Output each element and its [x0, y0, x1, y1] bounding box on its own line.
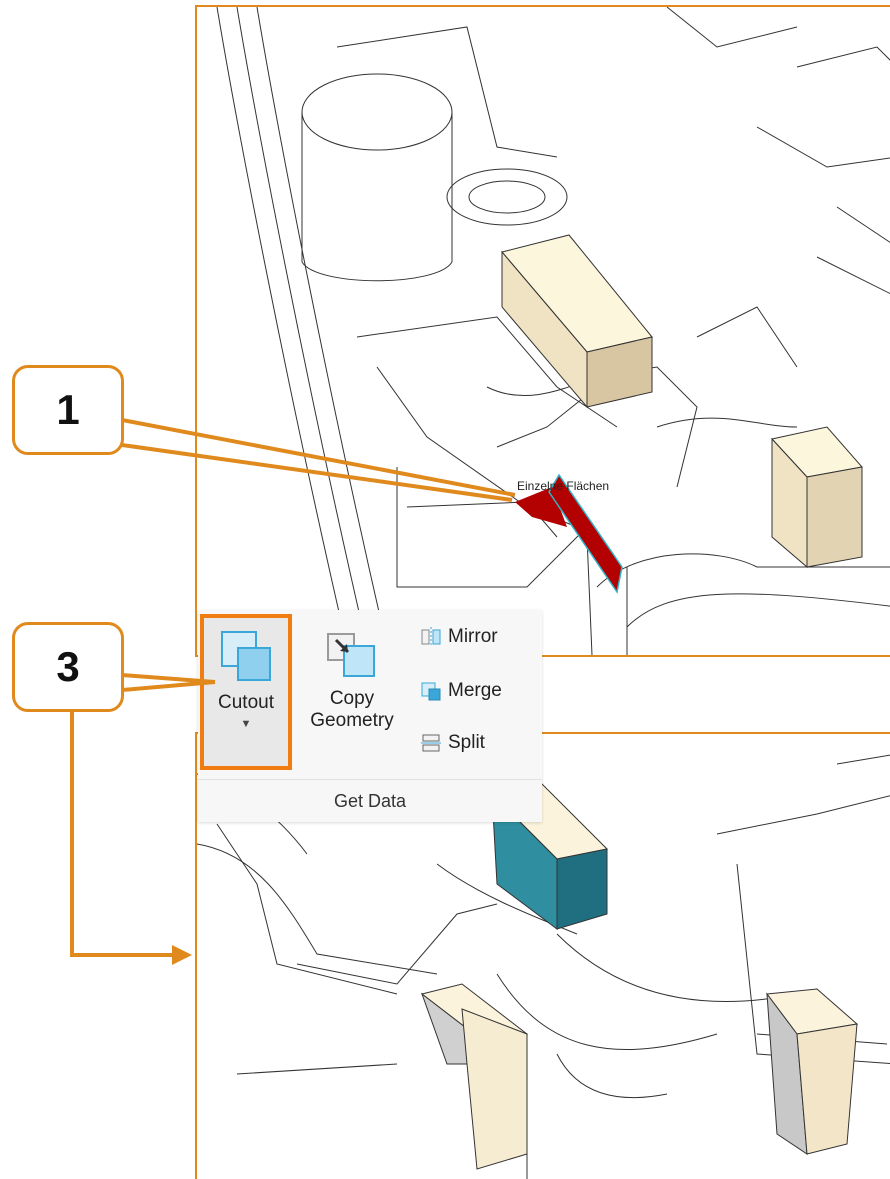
arrowhead-icon	[172, 945, 192, 965]
get-data-group-label: Get Data	[198, 779, 542, 822]
split-icon	[421, 734, 441, 752]
ribbon-get-data-panel: Cutout ▼ Copy Geometry Mirror Merge	[198, 610, 542, 822]
callout-1: 1	[12, 365, 124, 455]
cad-model-top	[216, 7, 890, 655]
mirror-button[interactable]: Mirror	[420, 626, 498, 648]
cutout-button[interactable]: Cutout ▼	[200, 614, 292, 770]
face-selection-label: Einzelne Flächen	[517, 479, 610, 493]
split-button[interactable]: Split	[420, 732, 485, 754]
copy-geometry-label-line2: Geometry	[310, 710, 394, 731]
merge-icon	[421, 682, 441, 701]
merge-label: Merge	[448, 680, 502, 701]
copy-geometry-label-line1: Copy	[329, 688, 375, 709]
callout-3: 3	[12, 622, 124, 712]
split-label: Split	[448, 732, 485, 753]
copy-geometry-button[interactable]: Copy Geometry	[300, 614, 404, 774]
cad-viewport-top[interactable]: Einzelne Flächen	[195, 5, 890, 657]
cutout-icon	[221, 631, 271, 681]
copy-geometry-icon	[327, 633, 375, 677]
cutout-label: Cutout	[218, 692, 274, 713]
chevron-down-icon[interactable]: ▼	[240, 718, 252, 730]
cad-model-bottom	[197, 754, 890, 1179]
merge-button[interactable]: Merge	[420, 680, 502, 702]
mirror-label: Mirror	[448, 626, 498, 647]
mirror-icon	[421, 627, 441, 647]
